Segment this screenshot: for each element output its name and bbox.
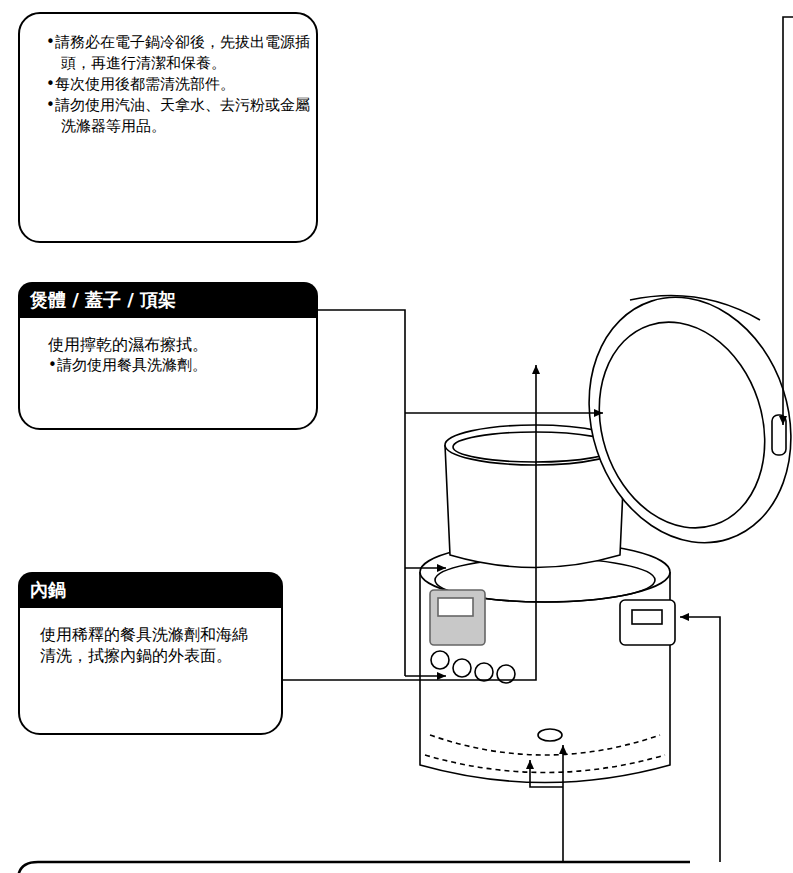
instruction-text: •請務必在電子鍋冷卻後，先拔出電源插頭，再進行清潔和保養。: [46, 32, 323, 74]
note-box: •請務必在電子鍋冷卻後，先拔出電源插頭，再進行清潔和保養。•每次使用後都需清洗部…: [18, 12, 318, 243]
section-heading: 內鍋: [18, 572, 283, 608]
instruction-text: 使用擰乾的濕布擦拭。: [48, 334, 308, 355]
section-heading: 煲體 / 蓋子 / 頂架: [18, 282, 318, 318]
instruction-box: 內鍋使用稀釋的餐具洗滌劑和海綿清洗，拭擦內鍋的外表面。: [18, 572, 283, 735]
instruction-text: •請勿使用汽油、天拿水、去污粉或金屬洗滌器等用品。: [46, 95, 323, 137]
instruction-text: 使用稀釋的餐具洗滌劑和海綿清洗，拭擦內鍋的外表面。: [40, 624, 255, 666]
instruction-text: •每次使用後都需清洗部件。: [46, 74, 323, 95]
instruction-box: 煲體 / 蓋子 / 頂架使用擰乾的濕布擦拭。•請勿使用餐具洗滌劑。: [18, 282, 318, 430]
instruction-text: •請勿使用餐具洗滌劑。: [48, 355, 323, 376]
